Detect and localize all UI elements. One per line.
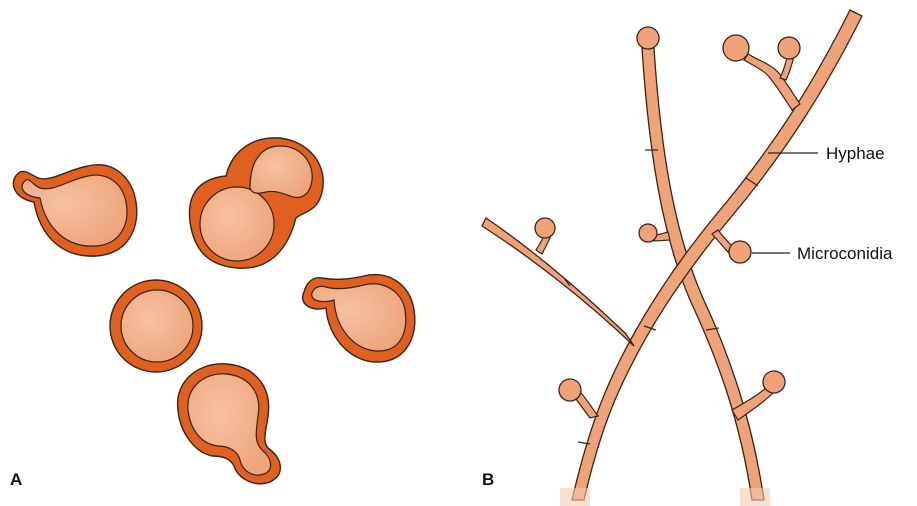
yeast-cell-bottom xyxy=(176,363,281,485)
panel-label-a: A xyxy=(10,470,23,489)
panel-a-yeast-cells xyxy=(12,137,416,485)
hypha-left-branch xyxy=(481,217,635,347)
yeast-cell-double xyxy=(188,137,324,269)
yeast-cell-right xyxy=(301,274,416,363)
hypha-vertical xyxy=(636,26,786,506)
yeast-cell-round xyxy=(109,279,203,373)
panel-b-hyphae xyxy=(481,9,863,506)
panel-label-b: B xyxy=(482,470,495,489)
hypha-diagonal xyxy=(558,9,863,506)
yeast-cell-top-left xyxy=(12,164,138,257)
callout-microconidia: Microconidia xyxy=(797,244,893,263)
callout-hyphae: Hyphae xyxy=(826,144,885,163)
